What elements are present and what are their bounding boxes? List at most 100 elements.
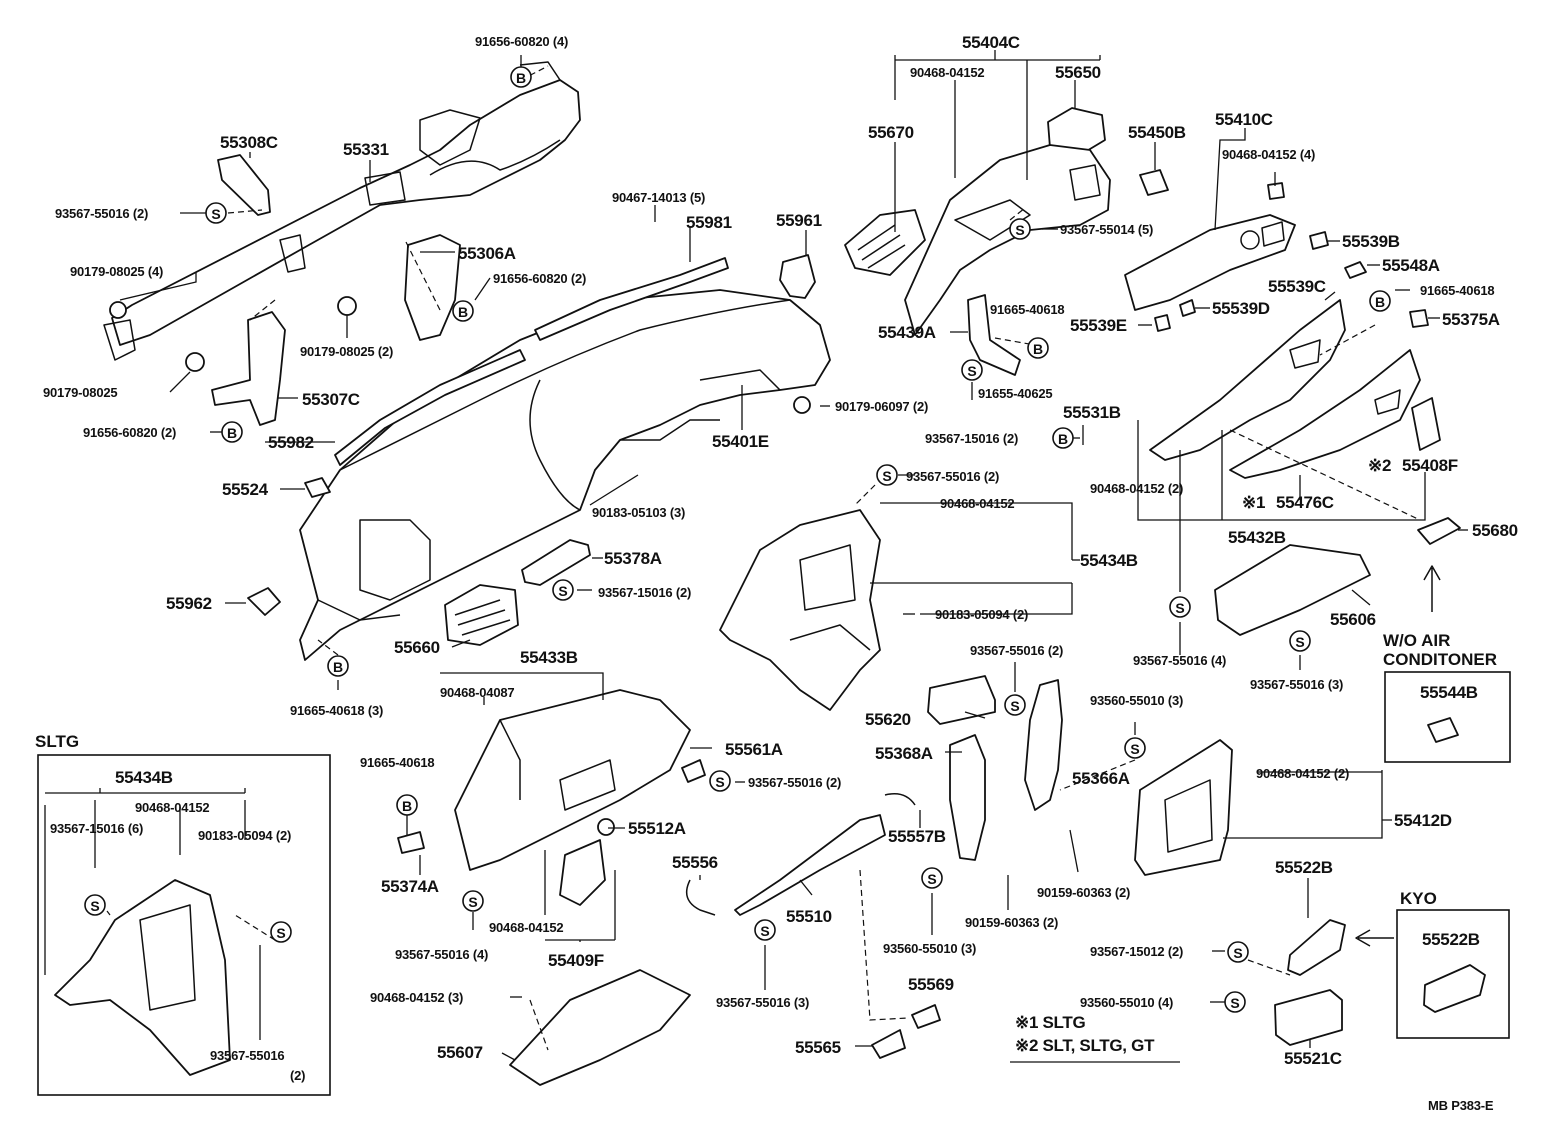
part-55962 <box>247 587 281 616</box>
screw-s-icon: S <box>1169 596 1191 618</box>
part-55982 <box>334 349 526 466</box>
label-90179-08025-2: 90179-08025 (2) <box>300 344 393 359</box>
part-55569 <box>911 1004 941 1029</box>
screw-s-icon: S <box>754 919 776 941</box>
label-55961: 55961 <box>776 211 822 230</box>
label-90468-04152-a: 90468-04152 <box>910 65 984 80</box>
symbol-letter: S <box>1233 945 1242 961</box>
label-90468-04152-4: 90468-04152 (4) <box>1222 147 1315 162</box>
label-55412D: 55412D <box>1394 811 1452 830</box>
label-55331: 55331 <box>343 140 389 159</box>
label-90468-04087: 90468-04087 <box>440 685 514 700</box>
screw-s-icon: S <box>921 867 943 889</box>
label-55409F: 55409F <box>548 951 604 970</box>
part-55561A <box>681 759 706 783</box>
label-sltg: SLTG <box>35 732 79 751</box>
label-55962: 55962 <box>166 594 212 613</box>
part-55606 <box>1214 544 1371 636</box>
part-55412D <box>1134 739 1233 876</box>
part-55375A <box>1409 309 1429 328</box>
part-55432B <box>1149 299 1421 479</box>
symbol-letter: S <box>1130 741 1139 757</box>
symbol-letter: S <box>558 583 567 599</box>
label-55607: 55607 <box>437 1043 483 1062</box>
label-55439A: 55439A <box>878 323 936 342</box>
part-55680 <box>1417 517 1461 545</box>
label-93567-15016-2-b: 93567-15016 (2) <box>925 431 1018 446</box>
part-55660 <box>444 584 519 646</box>
label-55450B: 55450B <box>1128 123 1186 142</box>
label-55561A: 55561A <box>725 740 783 759</box>
symbol-letter: S <box>1175 600 1184 616</box>
screw-s-icon: S <box>961 359 983 381</box>
label-55539D: 55539D <box>1212 299 1270 318</box>
label-55556: 55556 <box>672 853 718 872</box>
label-93567-55016-3-b: 93567-55016 (3) <box>716 995 809 1010</box>
symbol-letter: B <box>402 798 412 814</box>
label-93560-55010-3-a: 93560-55010 (3) <box>1090 693 1183 708</box>
label-note2-symbol: ※2 <box>1368 456 1391 475</box>
symbol-letter: S <box>715 774 724 790</box>
label-90179-06097-2: 90179-06097 (2) <box>835 399 928 414</box>
note-1: ※1 SLTG <box>1015 1013 1085 1032</box>
sltg-box <box>37 754 331 1096</box>
part-55539B <box>1309 231 1329 250</box>
label-55606: 55606 <box>1330 610 1376 629</box>
symbol-letter: B <box>458 304 468 320</box>
part-55410C <box>1124 214 1296 311</box>
symbol-letter: S <box>927 871 936 887</box>
label-kyo: KYO <box>1400 889 1437 908</box>
label-91665-40618-3: 91665-40618 (3) <box>290 703 383 718</box>
label-91656-60820-2-a: 91656-60820 (2) <box>493 271 586 286</box>
label-note1-symbol: ※1 <box>1242 493 1265 512</box>
label-55434B-sltg: 55434B <box>115 768 173 787</box>
label-55522B: 55522B <box>1275 858 1333 877</box>
label-55981: 55981 <box>686 213 732 232</box>
screw-s-icon: S <box>270 921 292 943</box>
nut-90179-08025-c <box>337 296 357 316</box>
symbol-letter: B <box>1058 431 1068 447</box>
part-55378A <box>521 539 591 586</box>
label-90467-14013-5: 90467-14013 (5) <box>612 190 705 205</box>
part-55670 <box>844 209 926 276</box>
nut-90179-06097 <box>793 396 811 414</box>
label-55434B: 55434B <box>1080 551 1138 570</box>
label-55660: 55660 <box>394 638 440 657</box>
part-55439A <box>967 294 1021 376</box>
label-93567-55016-2-a: 93567-55016 (2) <box>55 206 148 221</box>
bolt-b-icon: B <box>452 300 474 322</box>
part-55307C <box>211 311 286 426</box>
bolt-b-icon: B <box>510 66 532 88</box>
label-55401E: 55401E <box>712 432 769 451</box>
label-55306A: 55306A <box>458 244 516 263</box>
label-90468-04152-3: 90468-04152 (3) <box>370 990 463 1005</box>
part-55409F <box>559 839 606 906</box>
screw-s-icon: S <box>709 770 731 792</box>
label-55565: 55565 <box>795 1038 841 1057</box>
label-91656-60820-4: 91656-60820 (4) <box>475 34 568 49</box>
screw-s-icon: S <box>1009 218 1031 240</box>
symbol-letter: B <box>1375 294 1385 310</box>
bolt-b-icon: B <box>327 655 349 677</box>
leader-lines <box>44 50 1468 1063</box>
label-93567-55016-3-a: 93567-55016 (3) <box>1250 677 1343 692</box>
label-55521C: 55521C <box>1284 1049 1342 1068</box>
symbol-letter: S <box>1295 634 1304 650</box>
label-55557B: 55557B <box>888 827 946 846</box>
symbol-letter: S <box>760 923 769 939</box>
label-55307C: 55307C <box>302 390 360 409</box>
label-55522B-kyo: 55522B <box>1422 930 1480 949</box>
label-90183-05094-2-b: 90183-05094 (2) <box>198 828 291 843</box>
screw-s-icon: S <box>1224 991 1246 1013</box>
arrow-up-icon <box>1423 565 1441 612</box>
part-55556 <box>685 879 716 916</box>
kyo-box <box>1396 909 1510 1039</box>
part-55961 <box>779 254 816 299</box>
label-55650: 55650 <box>1055 63 1101 82</box>
label-90179-08025: 90179-08025 <box>43 385 117 400</box>
nut-90179-08025-b <box>185 352 205 372</box>
symbol-letter: S <box>90 898 99 914</box>
label-sltg-qty: (2) <box>290 1068 305 1083</box>
label-55512A: 55512A <box>628 819 686 838</box>
screw-s-icon: S <box>462 890 484 912</box>
